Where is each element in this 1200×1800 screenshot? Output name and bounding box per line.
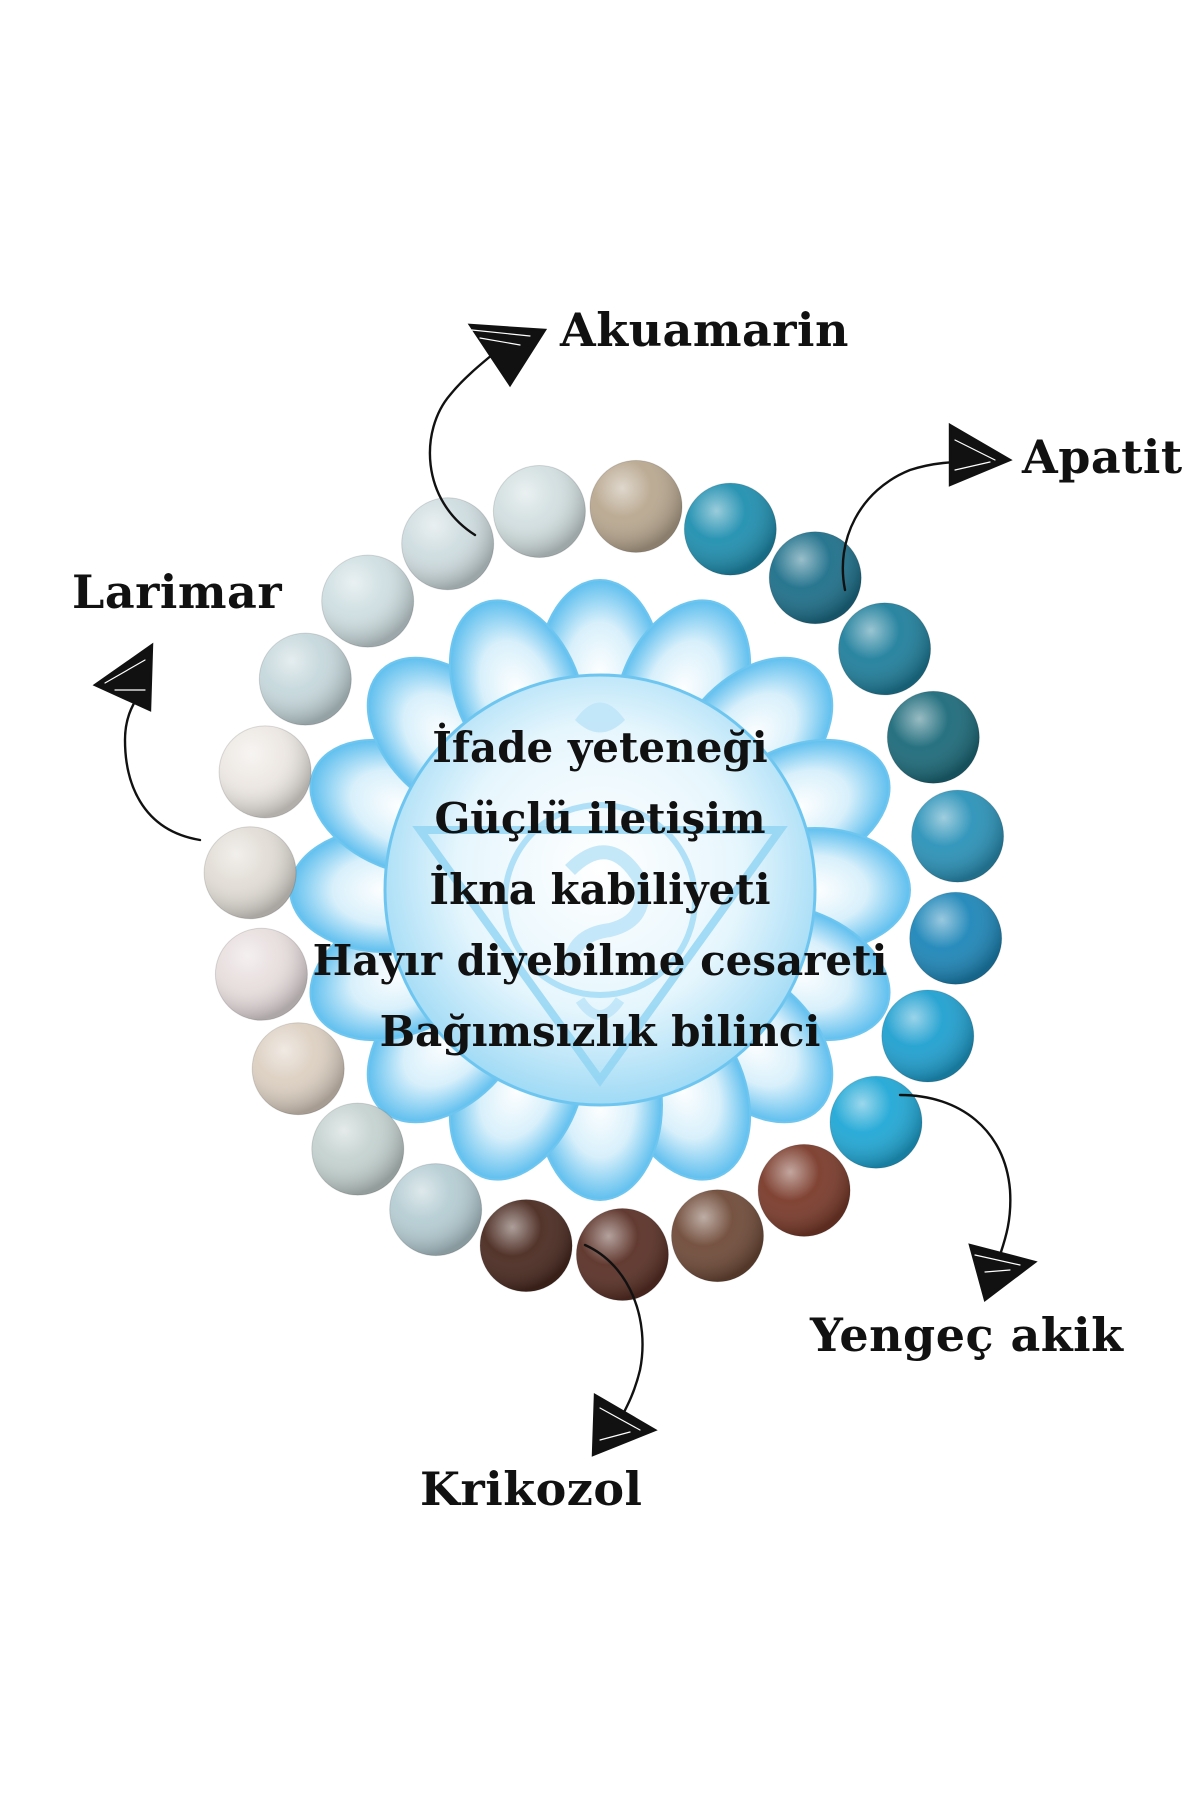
throat-chakra-symbol xyxy=(289,579,911,1201)
label-larimar: Larimar xyxy=(72,565,283,619)
benefit-item: İfade yeteneği xyxy=(432,723,768,772)
arrow-icon xyxy=(583,1243,658,1457)
label-apatit: Apatit xyxy=(1022,430,1183,484)
arrow-icon xyxy=(898,1093,1038,1303)
arrow-icon xyxy=(428,323,548,537)
arrow-icon xyxy=(841,422,1013,592)
bead-bracelet xyxy=(203,459,1005,1301)
arrow-icon xyxy=(92,642,202,842)
benefit-item: Bağımsızlık bilinci xyxy=(379,1007,821,1056)
label-akuamarin: Akuamarin xyxy=(560,303,849,357)
benefit-item: Güçlü iletişim xyxy=(434,794,766,843)
benefit-item: İkna kabiliyeti xyxy=(429,865,771,914)
benefits-list: İfade yeteneği Güçlü iletişim İkna kabil… xyxy=(300,712,900,1067)
benefit-item: Hayır diyebilme cesareti xyxy=(312,936,888,985)
label-yengec-akik: Yengeç akik xyxy=(810,1308,1124,1362)
label-krikozol: Krikozol xyxy=(420,1462,643,1516)
